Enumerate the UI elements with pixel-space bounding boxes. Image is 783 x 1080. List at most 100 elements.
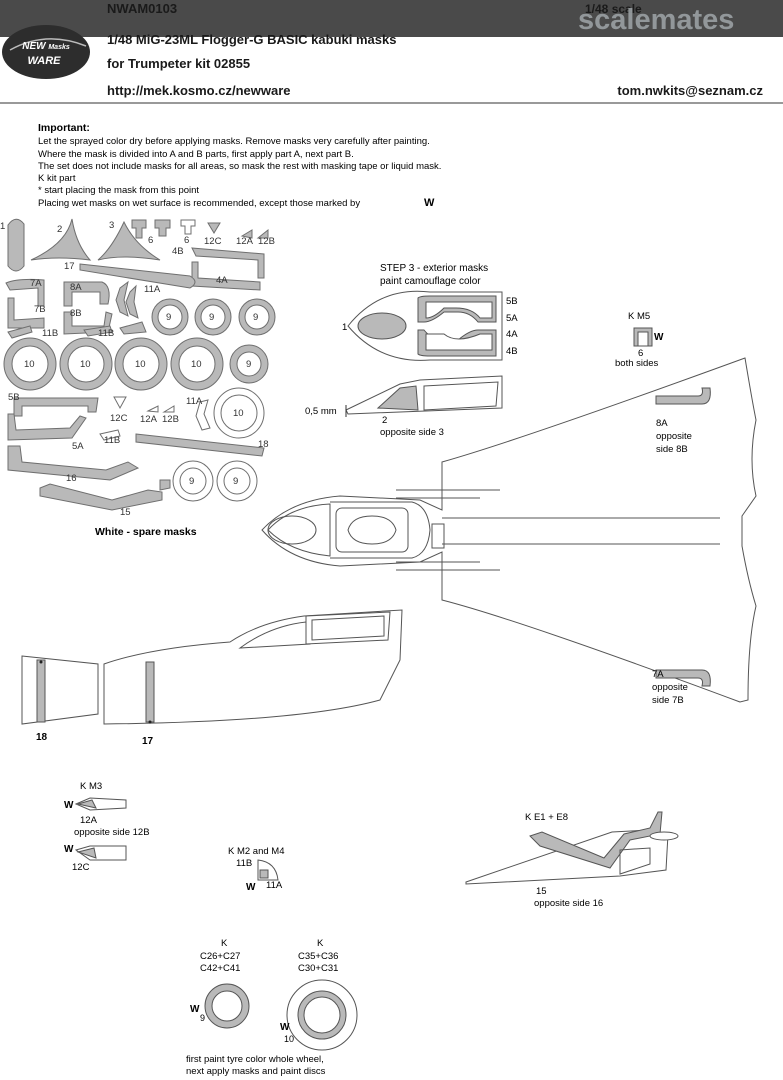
svg-text:opposite side 3: opposite side 3	[380, 427, 444, 438]
svg-text:10: 10	[233, 408, 244, 419]
instruction-line: * start placing the mask from this point	[38, 185, 199, 196]
svg-text:K: K	[221, 938, 228, 949]
step3-title: STEP 3 - exterior masks	[380, 263, 488, 274]
svg-text:10: 10	[24, 359, 35, 370]
svg-text:17: 17	[64, 261, 75, 272]
km3: K M3 W 12A opposite side 12B W 12C	[64, 781, 150, 873]
scale-label: 1/48 scale	[585, 2, 642, 16]
instructions: Important: Let the sprayed color dry bef…	[38, 122, 441, 209]
svg-text:18: 18	[258, 439, 269, 450]
svg-text:9: 9	[253, 312, 258, 323]
mask-sheet-lower	[7, 396, 265, 511]
svg-text:W: W	[246, 882, 256, 893]
svg-text:opposite: opposite	[656, 431, 692, 442]
svg-text:1: 1	[342, 322, 347, 333]
scalemates-watermark: scalemates	[578, 4, 734, 36]
svg-text:10: 10	[191, 359, 202, 370]
svg-text:7A: 7A	[652, 669, 664, 680]
svg-text:5A: 5A	[506, 313, 518, 324]
website-link[interactable]: http://mek.kosmo.cz/newware	[107, 83, 291, 98]
step3: STEP 3 - exterior masks paint camouflage…	[305, 263, 518, 438]
instruction-line: Placing wet masks on wet surface is reco…	[38, 198, 360, 209]
km5: K M5 W 6 both sides	[615, 311, 664, 369]
email-link[interactable]: tom.nwkits@seznam.cz	[617, 83, 763, 98]
svg-text:9: 9	[166, 312, 171, 323]
instructions-heading: Important:	[38, 122, 90, 134]
svg-text:W: W	[280, 1022, 290, 1033]
svg-text:12B: 12B	[258, 236, 275, 247]
top-view-aircraft	[261, 357, 757, 703]
svg-text:4A: 4A	[506, 329, 518, 340]
svg-text:K M3: K M3	[80, 781, 102, 792]
svg-text:4A: 4A	[216, 275, 228, 286]
svg-text:K: K	[317, 938, 324, 949]
step3-subtitle: paint camouflage color	[380, 276, 481, 287]
svg-text:12A: 12A	[236, 236, 254, 247]
svg-text:9: 9	[200, 1013, 205, 1023]
kit-subtitle: for Trumpeter kit 02855	[107, 56, 250, 71]
svg-text:W: W	[64, 800, 74, 811]
svg-text:side 8B: side 8B	[656, 444, 688, 455]
svg-text:K M5: K M5	[628, 311, 650, 322]
ke1: K E1 + E8 15 opposite side 16	[465, 811, 679, 909]
svg-text:11B: 11B	[42, 328, 58, 339]
svg-text:16: 16	[66, 473, 77, 484]
wheel-ring-10	[114, 337, 168, 391]
mask-3	[97, 220, 161, 261]
svg-text:12C: 12C	[204, 236, 222, 247]
mask-11b	[7, 325, 33, 339]
mask-7a	[5, 278, 45, 307]
header-bar	[0, 0, 783, 37]
svg-text:12C: 12C	[72, 862, 90, 873]
svg-text:first paint tyre color whole w: first paint tyre color whole wheel,	[186, 1054, 324, 1065]
top-view-masks: 8A opposite side 8B 7A opposite side 7B	[652, 387, 711, 706]
svg-text:C26+C27: C26+C27	[200, 951, 240, 962]
wheel-ring-10	[59, 337, 113, 391]
svg-text:7A: 7A	[30, 278, 42, 289]
svg-text:side 7B: side 7B	[652, 695, 684, 706]
product-code: NWAM0103	[107, 1, 177, 16]
svg-text:9: 9	[189, 476, 194, 487]
svg-text:7B: 7B	[34, 304, 46, 315]
svg-text:next apply masks and paint dis: next apply masks and paint discs	[186, 1066, 326, 1077]
wet-mark-w: W	[424, 197, 435, 209]
svg-text:8A: 8A	[656, 418, 668, 429]
svg-text:3: 3	[109, 220, 114, 231]
fuselage-label-17: 17	[142, 736, 154, 747]
mask-sheet	[5, 218, 269, 339]
wheel-ring-9	[194, 298, 232, 336]
svg-text:2: 2	[57, 224, 62, 235]
mask-18	[135, 433, 265, 457]
mask-11a	[115, 280, 129, 317]
svg-text:9: 9	[233, 476, 238, 487]
svg-text:5A: 5A	[72, 441, 84, 452]
svg-text:5B: 5B	[506, 296, 518, 307]
svg-text:both sides: both sides	[615, 358, 659, 369]
svg-text:opposite side 12B: opposite side 12B	[74, 827, 150, 838]
mask-16	[7, 445, 140, 481]
wheels-section: K C26+C27 C42+C41 W 9 K C35+C36 C30+C31 …	[186, 938, 358, 1077]
svg-text:8B: 8B	[70, 308, 82, 319]
svg-text:12A: 12A	[140, 414, 158, 425]
mask-4b	[191, 247, 265, 279]
svg-text:8A: 8A	[70, 282, 82, 293]
dimension-label: 0,5 mm	[305, 406, 337, 417]
svg-text:K E1 + E8: K E1 + E8	[525, 812, 568, 823]
svg-text:9: 9	[246, 359, 251, 370]
sheet-labels: 1 2 3 6 6 4B 12C 12A 12B 17 4A 7A 8A 11A…	[0, 220, 275, 518]
wheel-10-diagram	[286, 979, 358, 1051]
svg-text:6: 6	[184, 235, 189, 246]
mask-wheels	[3, 298, 276, 502]
svg-text:11B: 11B	[104, 435, 120, 446]
svg-text:11A: 11A	[186, 396, 203, 407]
svg-text:12A: 12A	[80, 815, 98, 826]
wheel-ring-9	[229, 344, 269, 384]
mask-5a	[7, 413, 87, 441]
svg-text:K M2 and M4: K M2 and M4	[228, 846, 285, 857]
svg-text:1: 1	[0, 221, 5, 232]
svg-text:6: 6	[148, 235, 153, 246]
mask-6	[131, 219, 147, 239]
svg-text:11A: 11A	[144, 284, 161, 295]
svg-text:11B: 11B	[236, 858, 252, 869]
svg-text:11B: 11B	[98, 328, 114, 339]
